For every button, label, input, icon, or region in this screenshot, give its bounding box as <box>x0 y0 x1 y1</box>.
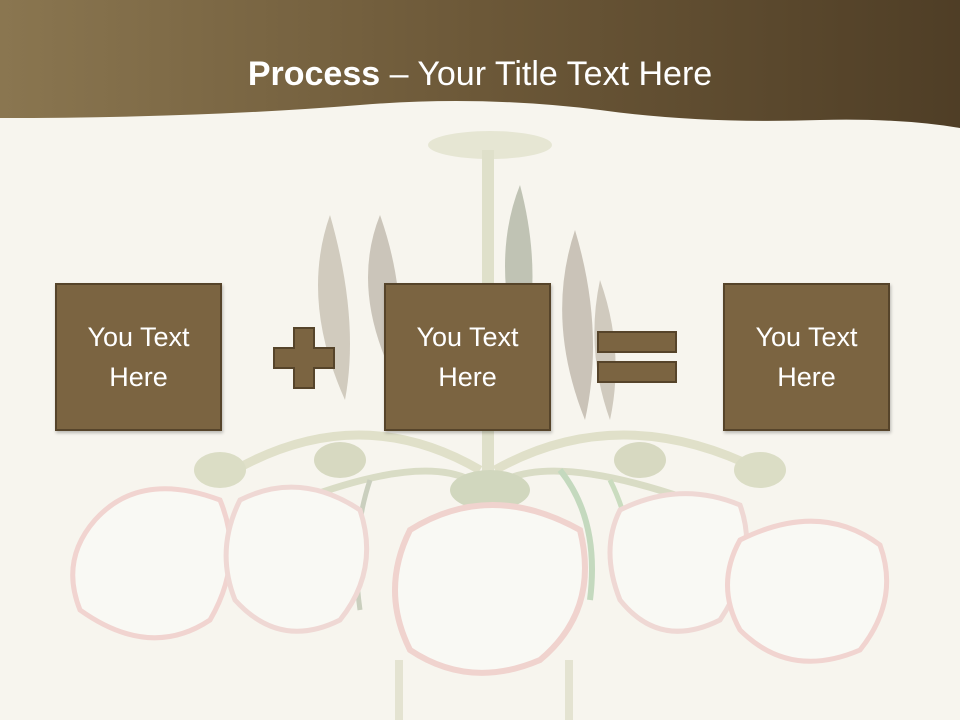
title-banner <box>0 0 960 128</box>
title-bold-part: Process <box>247 55 381 93</box>
process-box-3-label: You Text Here <box>755 322 858 392</box>
process-box-3: You Text Here <box>723 283 890 431</box>
slide-title: Process – Your Title Text Here <box>0 52 960 96</box>
process-box-1: You Text Here <box>55 283 222 431</box>
process-box-1-label: You Text Here <box>87 322 190 392</box>
equals-icon <box>597 331 677 383</box>
title-regular-part: – Your Title Text Here <box>380 55 713 93</box>
process-box-2-label: You Text Here <box>416 322 519 392</box>
plus-icon <box>273 327 335 389</box>
process-box-2: You Text Here <box>384 283 551 431</box>
